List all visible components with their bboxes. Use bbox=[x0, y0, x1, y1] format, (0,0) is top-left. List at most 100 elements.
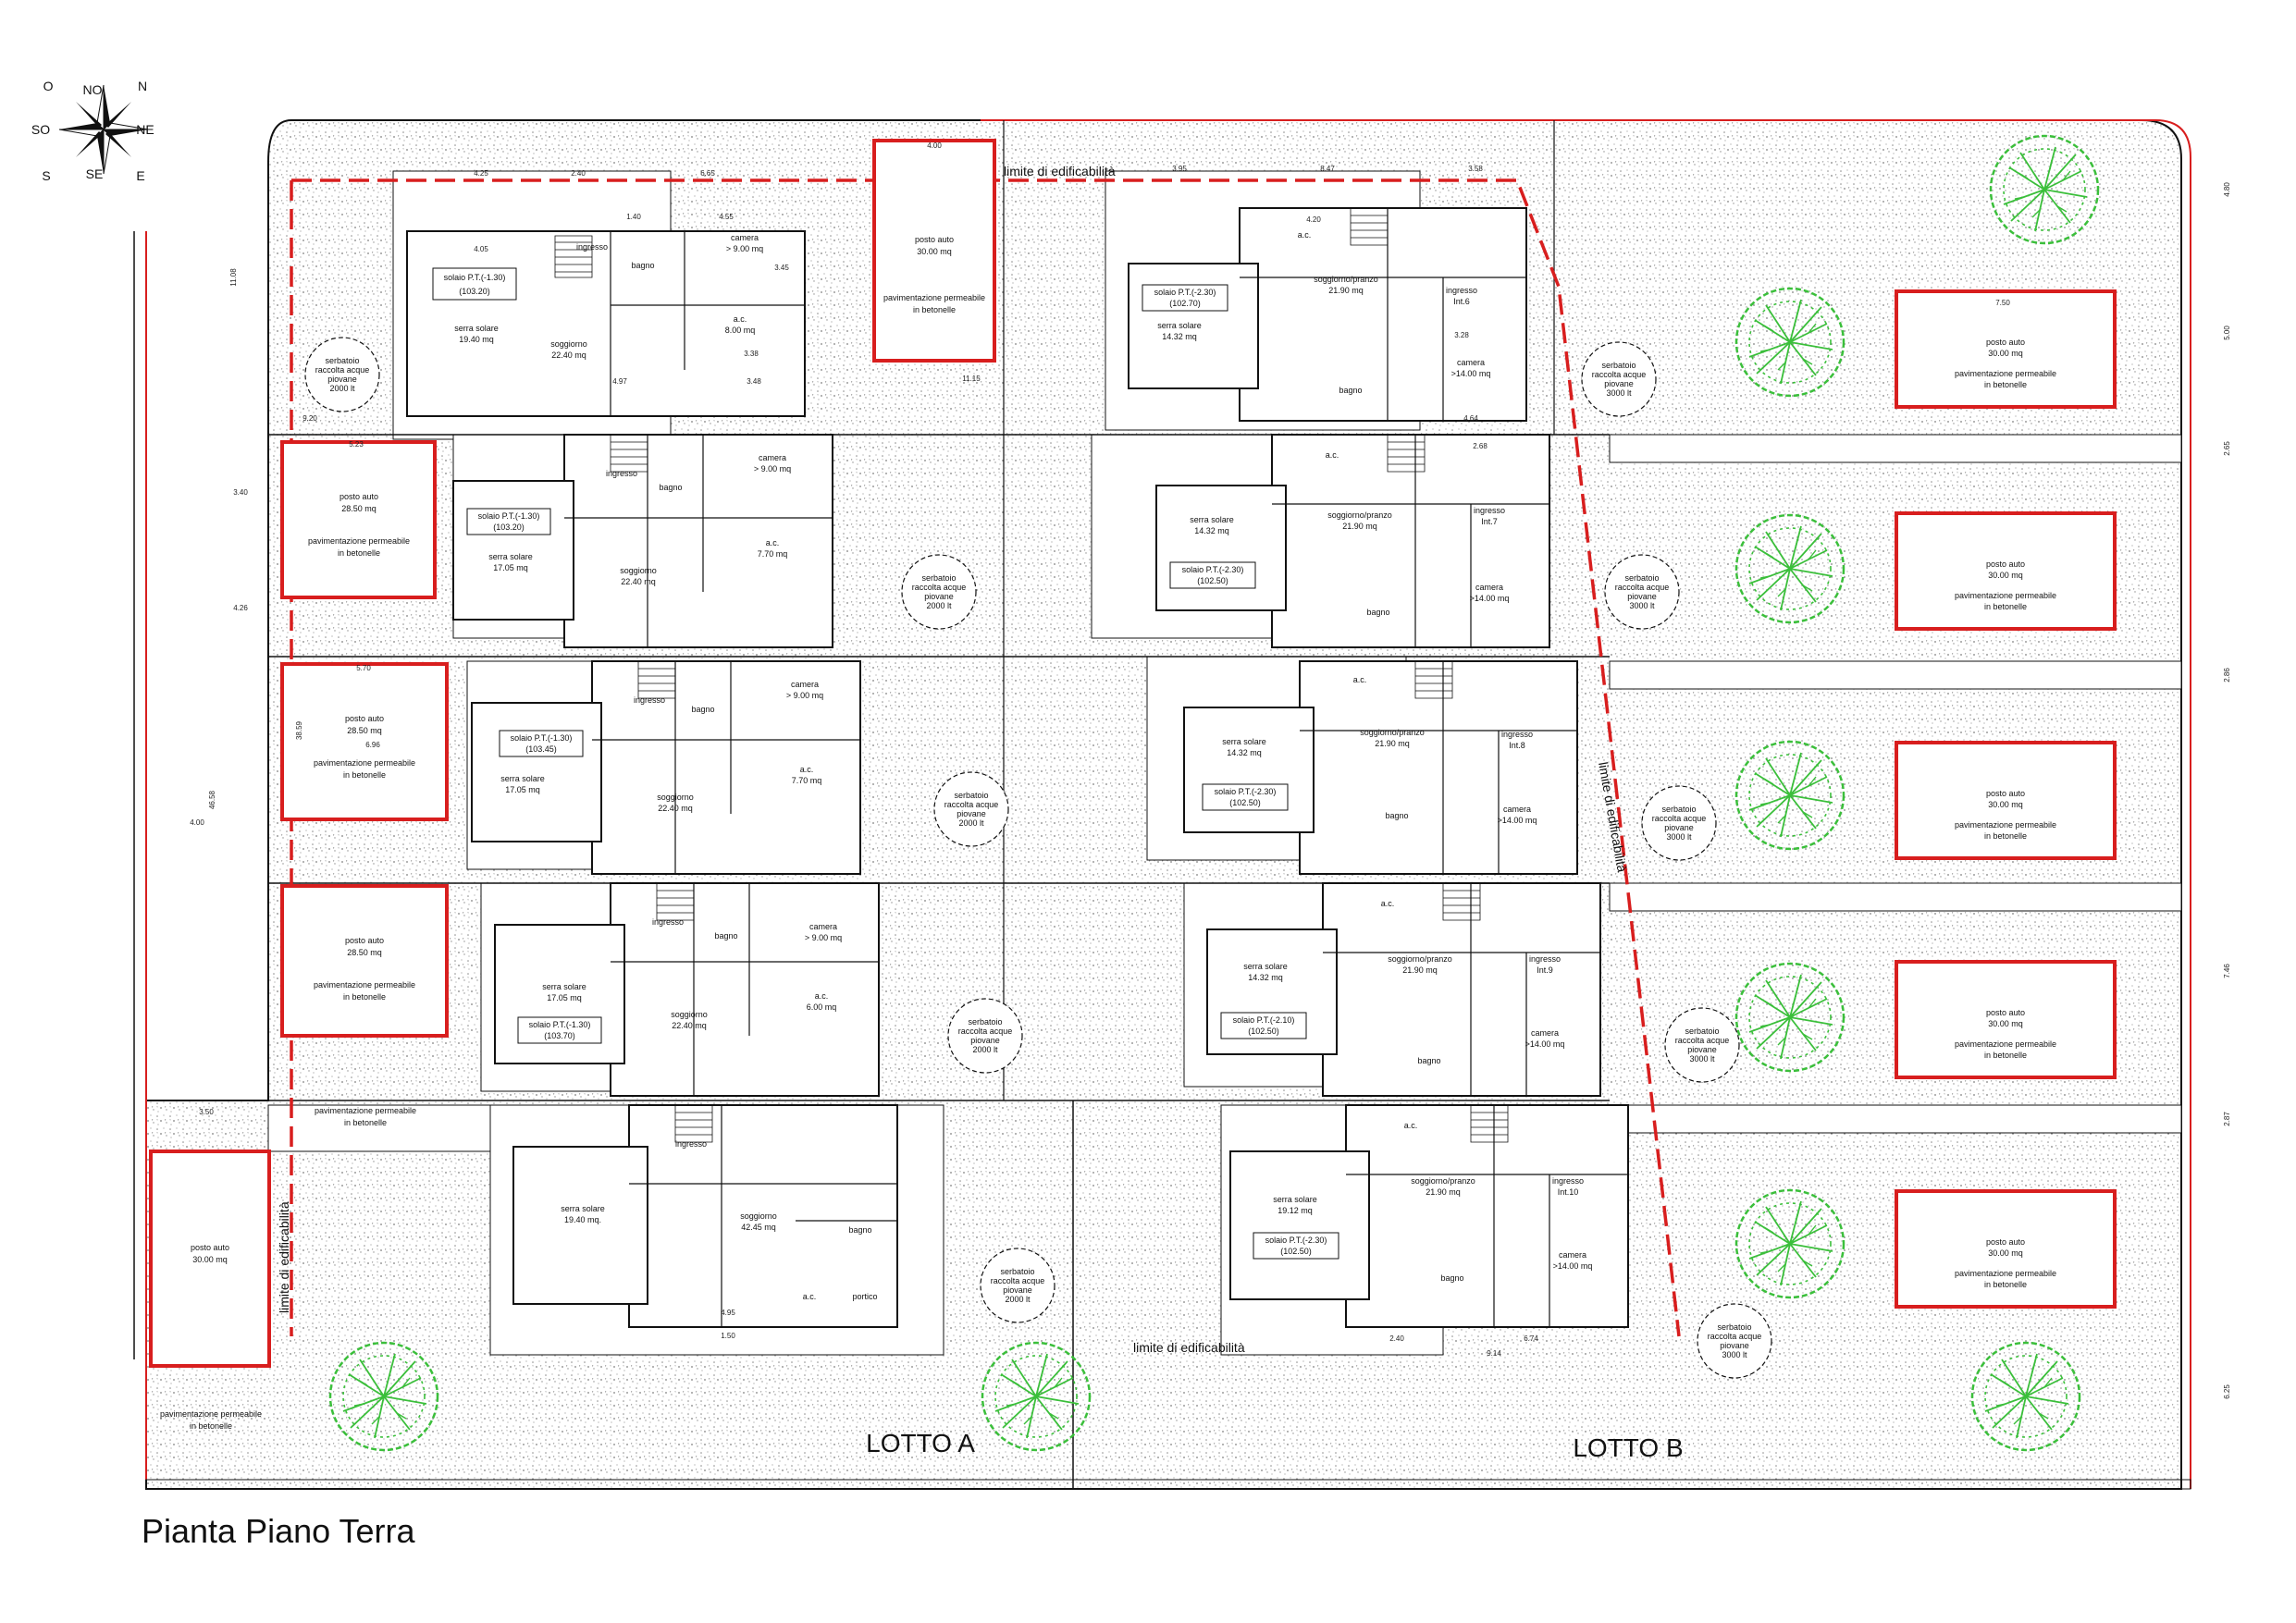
unit-area: (102.50) bbox=[1197, 576, 1228, 585]
parking-space bbox=[280, 884, 449, 1038]
tank-label: piovane bbox=[1003, 1285, 1032, 1295]
dimension: 7.50 bbox=[1995, 299, 2010, 307]
dimension: 2.68 bbox=[1473, 442, 1487, 450]
room-label: camera bbox=[1531, 1028, 1559, 1038]
room-area: 14.32 mq bbox=[1227, 748, 1262, 757]
room-label: soggiorno bbox=[740, 1211, 777, 1221]
parking-area: 30.00 mq bbox=[1988, 800, 2023, 809]
compass-label: SO bbox=[31, 122, 50, 137]
room-label: camera bbox=[1457, 358, 1485, 367]
dimension: 4.80 bbox=[2223, 182, 2231, 197]
compass-label: SE bbox=[86, 166, 104, 181]
dimension: 2.87 bbox=[2223, 1112, 2231, 1126]
unit-area: (102.50) bbox=[1248, 1027, 1279, 1036]
tank-1: serbatoio raccolta acque piovane 2000 lt bbox=[304, 337, 380, 412]
parking-note: pavimentazione permeabile bbox=[314, 980, 415, 990]
dimension: 46.58 bbox=[208, 790, 216, 809]
tank-label: serbatoio bbox=[1601, 361, 1636, 370]
room-label: ingresso bbox=[576, 242, 608, 252]
tank-label: raccolta acque bbox=[912, 583, 967, 592]
parking-note: in betonelle bbox=[343, 770, 386, 780]
parking-note: pavimentazione permeabile bbox=[883, 293, 985, 302]
dimension: 4.05 bbox=[474, 245, 488, 253]
parking-label: posto auto bbox=[345, 936, 384, 945]
room-area: 17.05 mq bbox=[505, 785, 540, 794]
room-label: ingresso bbox=[606, 469, 637, 478]
tank-label: piovane bbox=[1604, 379, 1634, 388]
dimension: 4.97 bbox=[612, 377, 627, 386]
tank-label: raccolta acque bbox=[315, 365, 370, 375]
room-label: bagno bbox=[714, 931, 737, 941]
dimension: 4.26 bbox=[233, 604, 248, 612]
parking-space bbox=[280, 440, 437, 599]
dimension: 4.95 bbox=[721, 1309, 735, 1317]
unit-number: Int.7 bbox=[1481, 517, 1498, 526]
room-area: 14.32 mq bbox=[1194, 526, 1229, 535]
tank-label: 3000 lt bbox=[1722, 1350, 1747, 1359]
parking-area: 30.00 mq bbox=[917, 247, 952, 256]
limit-label: limite di edificabilità bbox=[1004, 164, 1116, 178]
room-area: > 9.00 mq bbox=[805, 933, 842, 942]
room-area: 22.40 mq bbox=[672, 1021, 707, 1030]
compass-label: S bbox=[42, 168, 50, 183]
parking-note: in betonelle bbox=[343, 992, 386, 1002]
tank-label: serbatoio bbox=[921, 573, 956, 583]
dimension: 3.38 bbox=[744, 350, 759, 358]
tank-label: serbatoio bbox=[954, 791, 988, 800]
room-area: 21.90 mq bbox=[1375, 739, 1410, 748]
tank-label: piovane bbox=[1627, 592, 1657, 601]
parking-space bbox=[149, 1150, 271, 1368]
tank-label: serbatoio bbox=[1661, 805, 1696, 814]
room-label: serra solare bbox=[1222, 737, 1266, 746]
tank-label: 2000 lt bbox=[926, 601, 952, 610]
parking-note: pavimentazione permeabile bbox=[1955, 820, 2056, 830]
tank-label: 3000 lt bbox=[1666, 832, 1692, 842]
slab-level: solaio P.T.(-1.30) bbox=[529, 1020, 591, 1029]
room-area: 42.45 mq bbox=[741, 1223, 776, 1232]
tank-label: 2000 lt bbox=[958, 818, 984, 828]
tank-3: serbatoio raccolta acque piovane 2000 lt bbox=[933, 771, 1009, 847]
compass-label: NO bbox=[83, 82, 103, 97]
parking-note: pavimentazione permeabile bbox=[1955, 1039, 2056, 1049]
page-title: Pianta Piano Terra bbox=[142, 1512, 415, 1550]
dimension: 3.58 bbox=[1468, 165, 1483, 173]
unit-area: (103.20) bbox=[459, 287, 490, 296]
paving-note: in betonelle bbox=[190, 1421, 232, 1431]
room-label: serra solare bbox=[1243, 962, 1288, 971]
tank-label: serbatoio bbox=[1685, 1027, 1719, 1036]
room-area: 21.90 mq bbox=[1402, 965, 1438, 975]
room-label: serra solare bbox=[454, 324, 499, 333]
parking-label: posto auto bbox=[1986, 789, 2025, 798]
room-area: >14.00 mq bbox=[1498, 816, 1537, 825]
room-label: a.c. bbox=[734, 314, 747, 324]
room-area: 22.40 mq bbox=[551, 350, 586, 360]
dimension: 3.50 bbox=[199, 1108, 214, 1116]
room-label: bagno bbox=[1440, 1273, 1463, 1283]
room-label: camera bbox=[731, 233, 759, 242]
parking-space bbox=[1895, 741, 2117, 860]
tank-label: serbatoio bbox=[1624, 573, 1659, 583]
dimension: 1.50 bbox=[721, 1332, 735, 1340]
room-label: ingresso bbox=[1474, 506, 1505, 515]
tank-label: 3000 lt bbox=[1629, 601, 1655, 610]
slab-level: solaio P.T.(-2.30) bbox=[1265, 1236, 1327, 1245]
parking-note: in betonelle bbox=[338, 548, 380, 558]
room-label: serra solare bbox=[1157, 321, 1202, 330]
room-label: a.c. bbox=[1353, 675, 1367, 684]
dimension: 7.46 bbox=[2223, 964, 2231, 978]
parking-note: in betonelle bbox=[1984, 380, 2027, 389]
tank-label: 2000 lt bbox=[329, 384, 355, 393]
room-label: camera bbox=[1559, 1250, 1586, 1260]
dimension: 4.25 bbox=[474, 169, 488, 178]
tank-4: serbatoio raccolta acque piovane 2000 lt bbox=[947, 998, 1023, 1074]
parking-label: posto auto bbox=[915, 235, 954, 244]
room-label: a.c. bbox=[1298, 230, 1312, 240]
slab-level: solaio P.T.(-2.10) bbox=[1233, 1015, 1295, 1025]
room-area: 17.05 mq bbox=[493, 563, 528, 572]
room-label: soggiorno bbox=[671, 1010, 708, 1019]
room-label: soggiorno bbox=[550, 339, 587, 349]
dimension: 5.23 bbox=[349, 440, 364, 449]
paving-note: in betonelle bbox=[344, 1118, 387, 1127]
dimension: 4.00 bbox=[190, 818, 204, 827]
limit-label: limite di edificabilità bbox=[1133, 1340, 1245, 1355]
